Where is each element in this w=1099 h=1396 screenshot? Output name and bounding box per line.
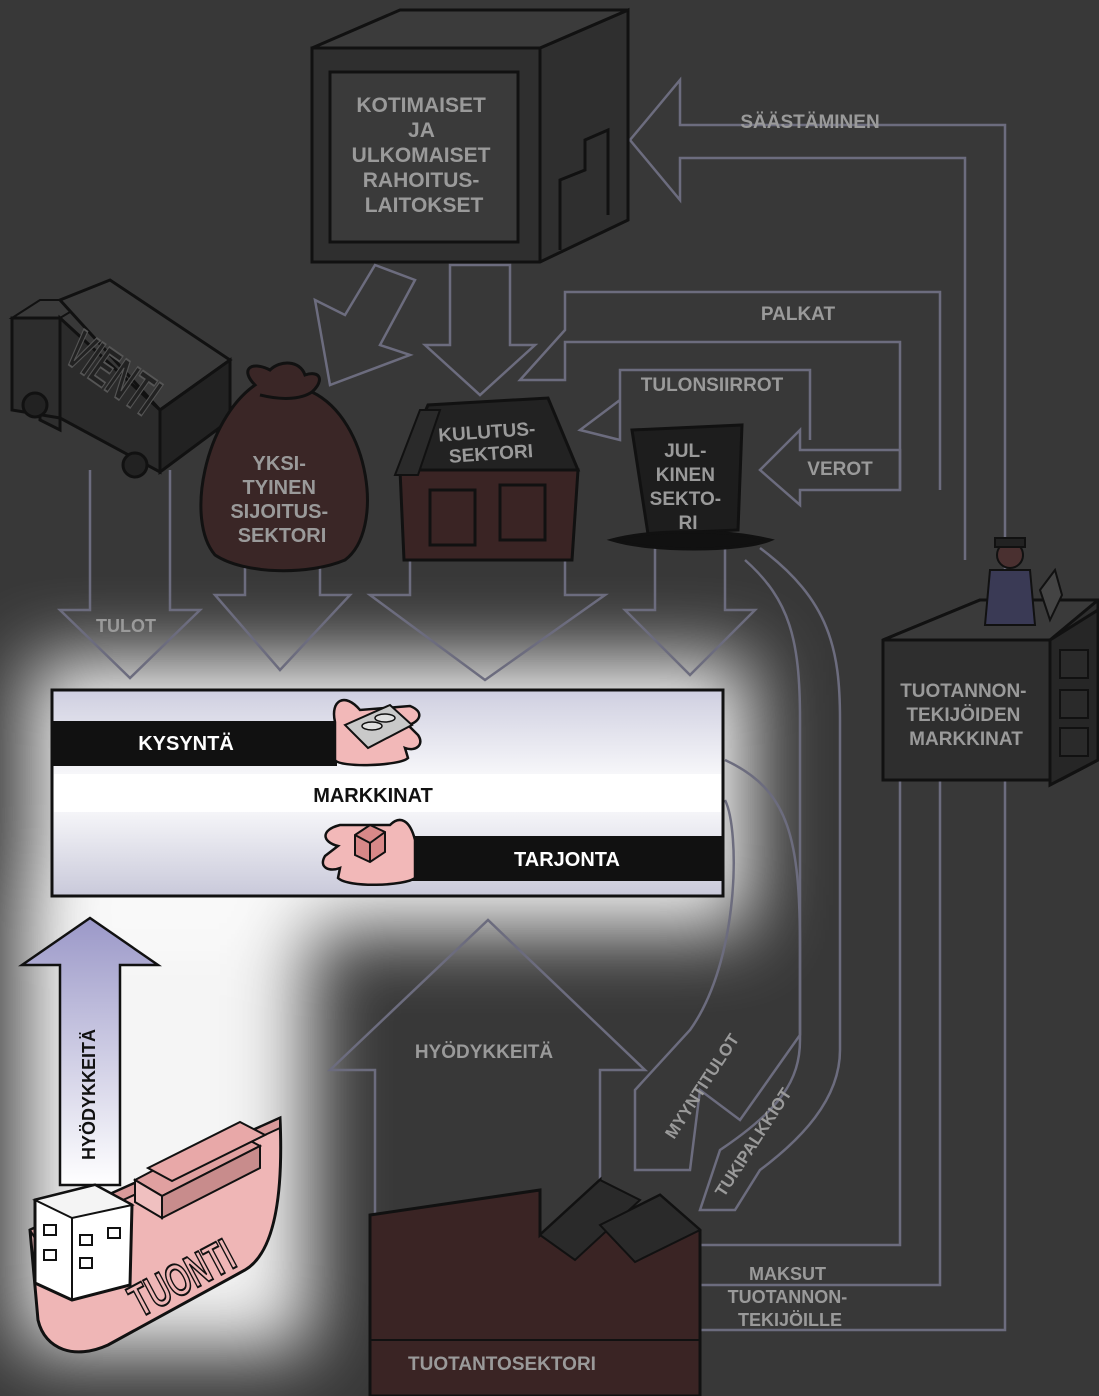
tarjonta-label: TARJONTA <box>514 849 620 871</box>
arrow-investment-down <box>212 560 353 672</box>
consumption-label: KULUTUS- SEKTORI <box>438 418 543 468</box>
hand-money-icon <box>332 698 422 767</box>
factor-line: TEKIJÖIDEN <box>906 705 1020 726</box>
finance-line: JA <box>408 119 435 142</box>
arrow-tulonsiirrot <box>577 368 812 442</box>
investment-bag: YKSI- TYINEN SIJOITUS- SEKTORI <box>199 361 369 573</box>
public-line: RI <box>679 513 698 534</box>
investment-line: SIJOITUS- <box>230 501 328 523</box>
investment-line: SEKTORI <box>238 525 327 547</box>
finance-line: KOTIMAISET <box>356 94 486 117</box>
investment-label: YKSI- TYINEN SIJOITUS- SEKTORI <box>230 453 333 547</box>
factor-markets-box: TUOTANNON- TEKIJÖIDEN MARKKINAT <box>881 537 1099 788</box>
factor-line: TUOTANNON- <box>900 681 1026 702</box>
public-line: KINEN <box>656 465 715 486</box>
label-verot: VEROT <box>807 459 873 480</box>
consumption-house: KULUTUS- SEKTORI <box>393 396 581 562</box>
arrow-hyodykkeita-up <box>326 918 649 1230</box>
factor-line: MARKKINAT <box>909 729 1023 750</box>
maksut-line: TEKIJÖILLE <box>738 1310 842 1330</box>
kysynta-label: KYSYNTÄ <box>138 732 234 755</box>
investment-line: YKSI- <box>253 453 306 475</box>
export-truck: VIENTI <box>8 278 233 479</box>
arrow-finance-investment <box>313 263 417 387</box>
arrow-tulot <box>56 470 204 680</box>
finance-label: KOTIMAISET JA ULKOMAISET RAHOITUS- LAITO… <box>352 94 497 217</box>
label-saastaminen: SÄÄSTÄMINEN <box>740 112 879 133</box>
factor-markets-label: TUOTANNON- TEKIJÖIDEN MARKKINAT <box>900 681 1032 750</box>
arrow-tukipalkkiot <box>698 546 842 1212</box>
arrow-consumption-down <box>366 540 609 682</box>
public-line: JUL- <box>664 441 706 462</box>
public-sector-hat: JUL- KINEN SEKTO- RI <box>606 423 775 551</box>
label-tulot: TULOT <box>96 616 156 636</box>
arrow-saastaminen <box>628 76 1007 300</box>
production-label: TUOTANTOSEKTORI <box>408 1354 596 1375</box>
market-panel: KYSYNTÄ MARKKINAT TARJONTA <box>50 688 725 898</box>
label-palkat: PALKAT <box>761 304 836 325</box>
arrow-public-down <box>621 545 759 677</box>
maksut-line: TUOTANNON- <box>728 1287 848 1307</box>
finance-line: RAHOITUS- <box>363 169 480 192</box>
finance-building: KOTIMAISET JA ULKOMAISET RAHOITUS- LAITO… <box>310 7 630 264</box>
label-hyodykkeita-up: HYÖDYKKEITÄ <box>415 1042 554 1063</box>
arrow-finance-consumption <box>421 263 539 397</box>
hand-cube-icon <box>321 818 417 886</box>
maksut-line: MAKSUT <box>749 1264 826 1284</box>
arrow-verot <box>758 426 902 508</box>
finance-line: LAITOKSET <box>365 194 484 217</box>
label-hyodykkeita-import: HYÖDYKKEITÄ <box>79 1029 99 1160</box>
arrow-myyntitulot <box>633 758 802 1172</box>
public-label: JUL- KINEN SEKTO- RI <box>650 441 727 534</box>
production-factory: TUOTANTOSEKTORI <box>368 1176 702 1396</box>
finance-line: ULKOMAISET <box>352 144 491 167</box>
dim-flow-arrows <box>56 76 1007 1332</box>
import-goods-arrow: HYÖDYKKEITÄ <box>17 916 163 1187</box>
supply-sleeve <box>410 836 723 881</box>
worker-figure <box>983 537 1064 626</box>
label-maksut: MAKSUT TUOTANNON- TEKIJÖILLE <box>728 1264 853 1330</box>
public-line: SEKTO- <box>650 489 721 510</box>
investment-line: TYINEN <box>243 477 316 499</box>
demand-sleeve <box>52 721 337 766</box>
markkinat-label: MARKKINAT <box>313 785 433 807</box>
arrow-palkat <box>517 290 942 490</box>
label-tulonsiirrot: TULONSIIRROT <box>641 375 784 396</box>
